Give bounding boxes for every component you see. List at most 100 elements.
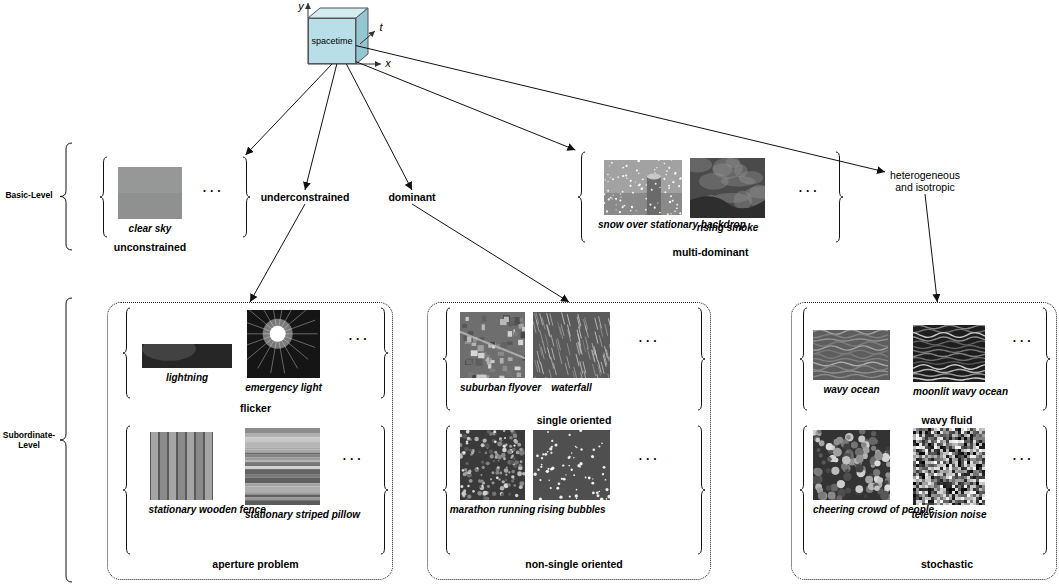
photo-part	[922, 485, 925, 488]
photo-part	[659, 212, 660, 213]
photo-part	[946, 449, 949, 452]
photo-part	[919, 482, 922, 485]
photo-part	[931, 449, 934, 452]
photo-part	[982, 443, 985, 446]
photo-part	[598, 364, 601, 376]
photo-part	[536, 454, 539, 457]
photo-part	[982, 431, 985, 434]
connector-arrow	[925, 194, 937, 302]
photo-part	[958, 428, 961, 431]
photo-part	[949, 476, 952, 479]
photo-part	[949, 473, 952, 476]
photo-part	[940, 476, 943, 479]
photo-part	[657, 202, 658, 203]
photo-part	[955, 434, 958, 437]
photo-part	[477, 491, 482, 496]
photo-part	[551, 357, 554, 369]
photo-part	[668, 167, 670, 169]
photo-part	[913, 325, 985, 328]
example-photo	[533, 430, 610, 500]
photo-part	[976, 473, 979, 476]
example-caption: emergency light	[235, 382, 332, 393]
photo-part	[630, 180, 632, 182]
photo-part	[940, 440, 943, 443]
photo-part	[919, 452, 922, 455]
photo-part	[553, 363, 556, 375]
photo-part	[949, 455, 952, 458]
photo-part	[913, 374, 985, 376]
photo-part	[967, 443, 970, 446]
photo-part	[931, 485, 934, 488]
photo-part	[543, 341, 546, 353]
photo-part	[955, 488, 958, 491]
photo-part	[976, 479, 979, 482]
photo-part	[916, 476, 919, 479]
photo-part	[955, 476, 958, 479]
ellipsis-mark: · · ·	[633, 334, 663, 348]
photo-part	[952, 464, 955, 467]
photo-part	[934, 443, 937, 446]
photo-part	[970, 473, 973, 476]
photo-part	[958, 440, 961, 443]
photo-part	[617, 176, 619, 178]
photo-part	[973, 497, 976, 500]
photo-part	[946, 470, 949, 473]
photo-part	[928, 491, 931, 494]
photo-part	[937, 437, 940, 440]
photo-part	[958, 500, 961, 503]
photo-part	[550, 314, 553, 326]
photo-part	[970, 476, 973, 479]
example-caption: cheering crowd of people	[813, 504, 887, 515]
photo-part	[943, 482, 946, 485]
photo-part	[913, 362, 985, 364]
photo-part	[973, 446, 976, 449]
photo-part	[581, 372, 584, 378]
photo-part	[955, 449, 958, 452]
category-name: dominant	[388, 191, 435, 203]
photo-part	[982, 428, 985, 431]
photo-part	[946, 473, 949, 476]
photo-part	[973, 491, 976, 494]
photo-part	[946, 440, 949, 443]
photo-part	[813, 366, 888, 370]
photo-part	[925, 452, 928, 455]
photo-part	[976, 485, 979, 488]
photo-part	[952, 440, 955, 443]
photo-part	[856, 465, 864, 473]
photo-part	[973, 476, 976, 479]
photo-part	[546, 324, 549, 336]
photo-part	[958, 485, 961, 488]
photo-part	[546, 377, 549, 378]
curly-brace	[243, 157, 250, 237]
photo-part	[668, 187, 670, 189]
photo-part	[462, 434, 467, 439]
photo-part	[674, 211, 676, 213]
photo-part	[922, 491, 925, 494]
photo-part	[500, 492, 504, 496]
example-caption: rising bubbles	[521, 504, 622, 515]
photo-part	[645, 198, 647, 200]
photo-part	[940, 443, 943, 446]
photo-part	[967, 482, 970, 485]
photo-part	[973, 452, 976, 455]
photo-part	[479, 485, 484, 490]
photo-part	[943, 428, 946, 431]
photo-part	[970, 446, 973, 449]
photo-part	[979, 461, 982, 464]
photo-part	[922, 431, 925, 434]
photo-part	[478, 345, 484, 351]
photo-part	[559, 352, 562, 364]
photo-part	[509, 445, 512, 448]
photo-part	[511, 475, 514, 478]
photo-part	[958, 503, 961, 505]
example-tile: moonlit wavy ocean	[913, 325, 985, 382]
photo-part	[583, 361, 586, 373]
photo-part	[922, 497, 925, 500]
photo-part	[828, 492, 836, 500]
photo-part	[885, 477, 890, 485]
photo-part	[263, 319, 293, 349]
photo-part	[925, 443, 928, 446]
photo-part	[937, 473, 940, 476]
photo-part	[964, 503, 967, 505]
photo-part	[573, 474, 575, 476]
